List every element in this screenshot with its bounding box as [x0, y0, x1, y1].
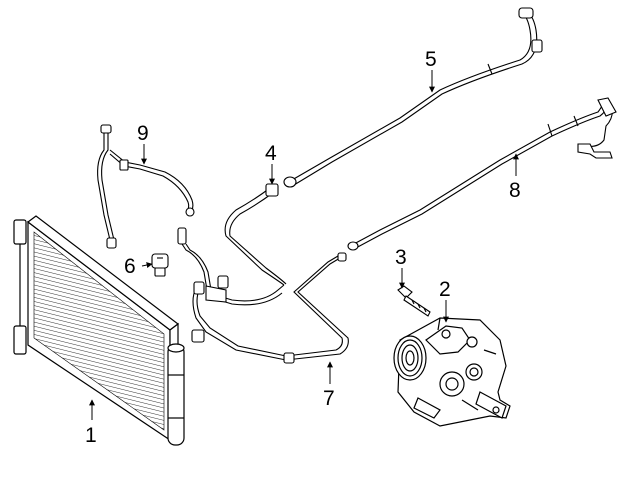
callout-2: 2 — [439, 278, 451, 301]
callout-8: 8 — [509, 179, 521, 202]
leader-6 — [141, 262, 153, 269]
condenser — [14, 216, 184, 445]
compressor — [394, 318, 510, 426]
callout-4: 4 — [265, 142, 277, 165]
discharge-hose — [206, 184, 286, 305]
high-pressure-line — [348, 98, 616, 250]
compressor-bolt — [398, 286, 430, 316]
callout-3: 3 — [395, 246, 407, 269]
callout-1: 1 — [85, 424, 97, 447]
liquid-line — [178, 228, 348, 363]
callout-9: 9 — [137, 122, 149, 145]
callout-6: 6 — [124, 255, 136, 278]
suction-line — [284, 8, 542, 187]
pressure-switch — [152, 254, 168, 276]
callout-5: 5 — [425, 48, 437, 71]
callout-7: 7 — [323, 387, 335, 410]
condenser-line — [98, 125, 194, 248]
callout-labels: 1 2 3 4 5 6 7 8 9 — [85, 48, 521, 447]
callout-leaders — [89, 70, 519, 420]
